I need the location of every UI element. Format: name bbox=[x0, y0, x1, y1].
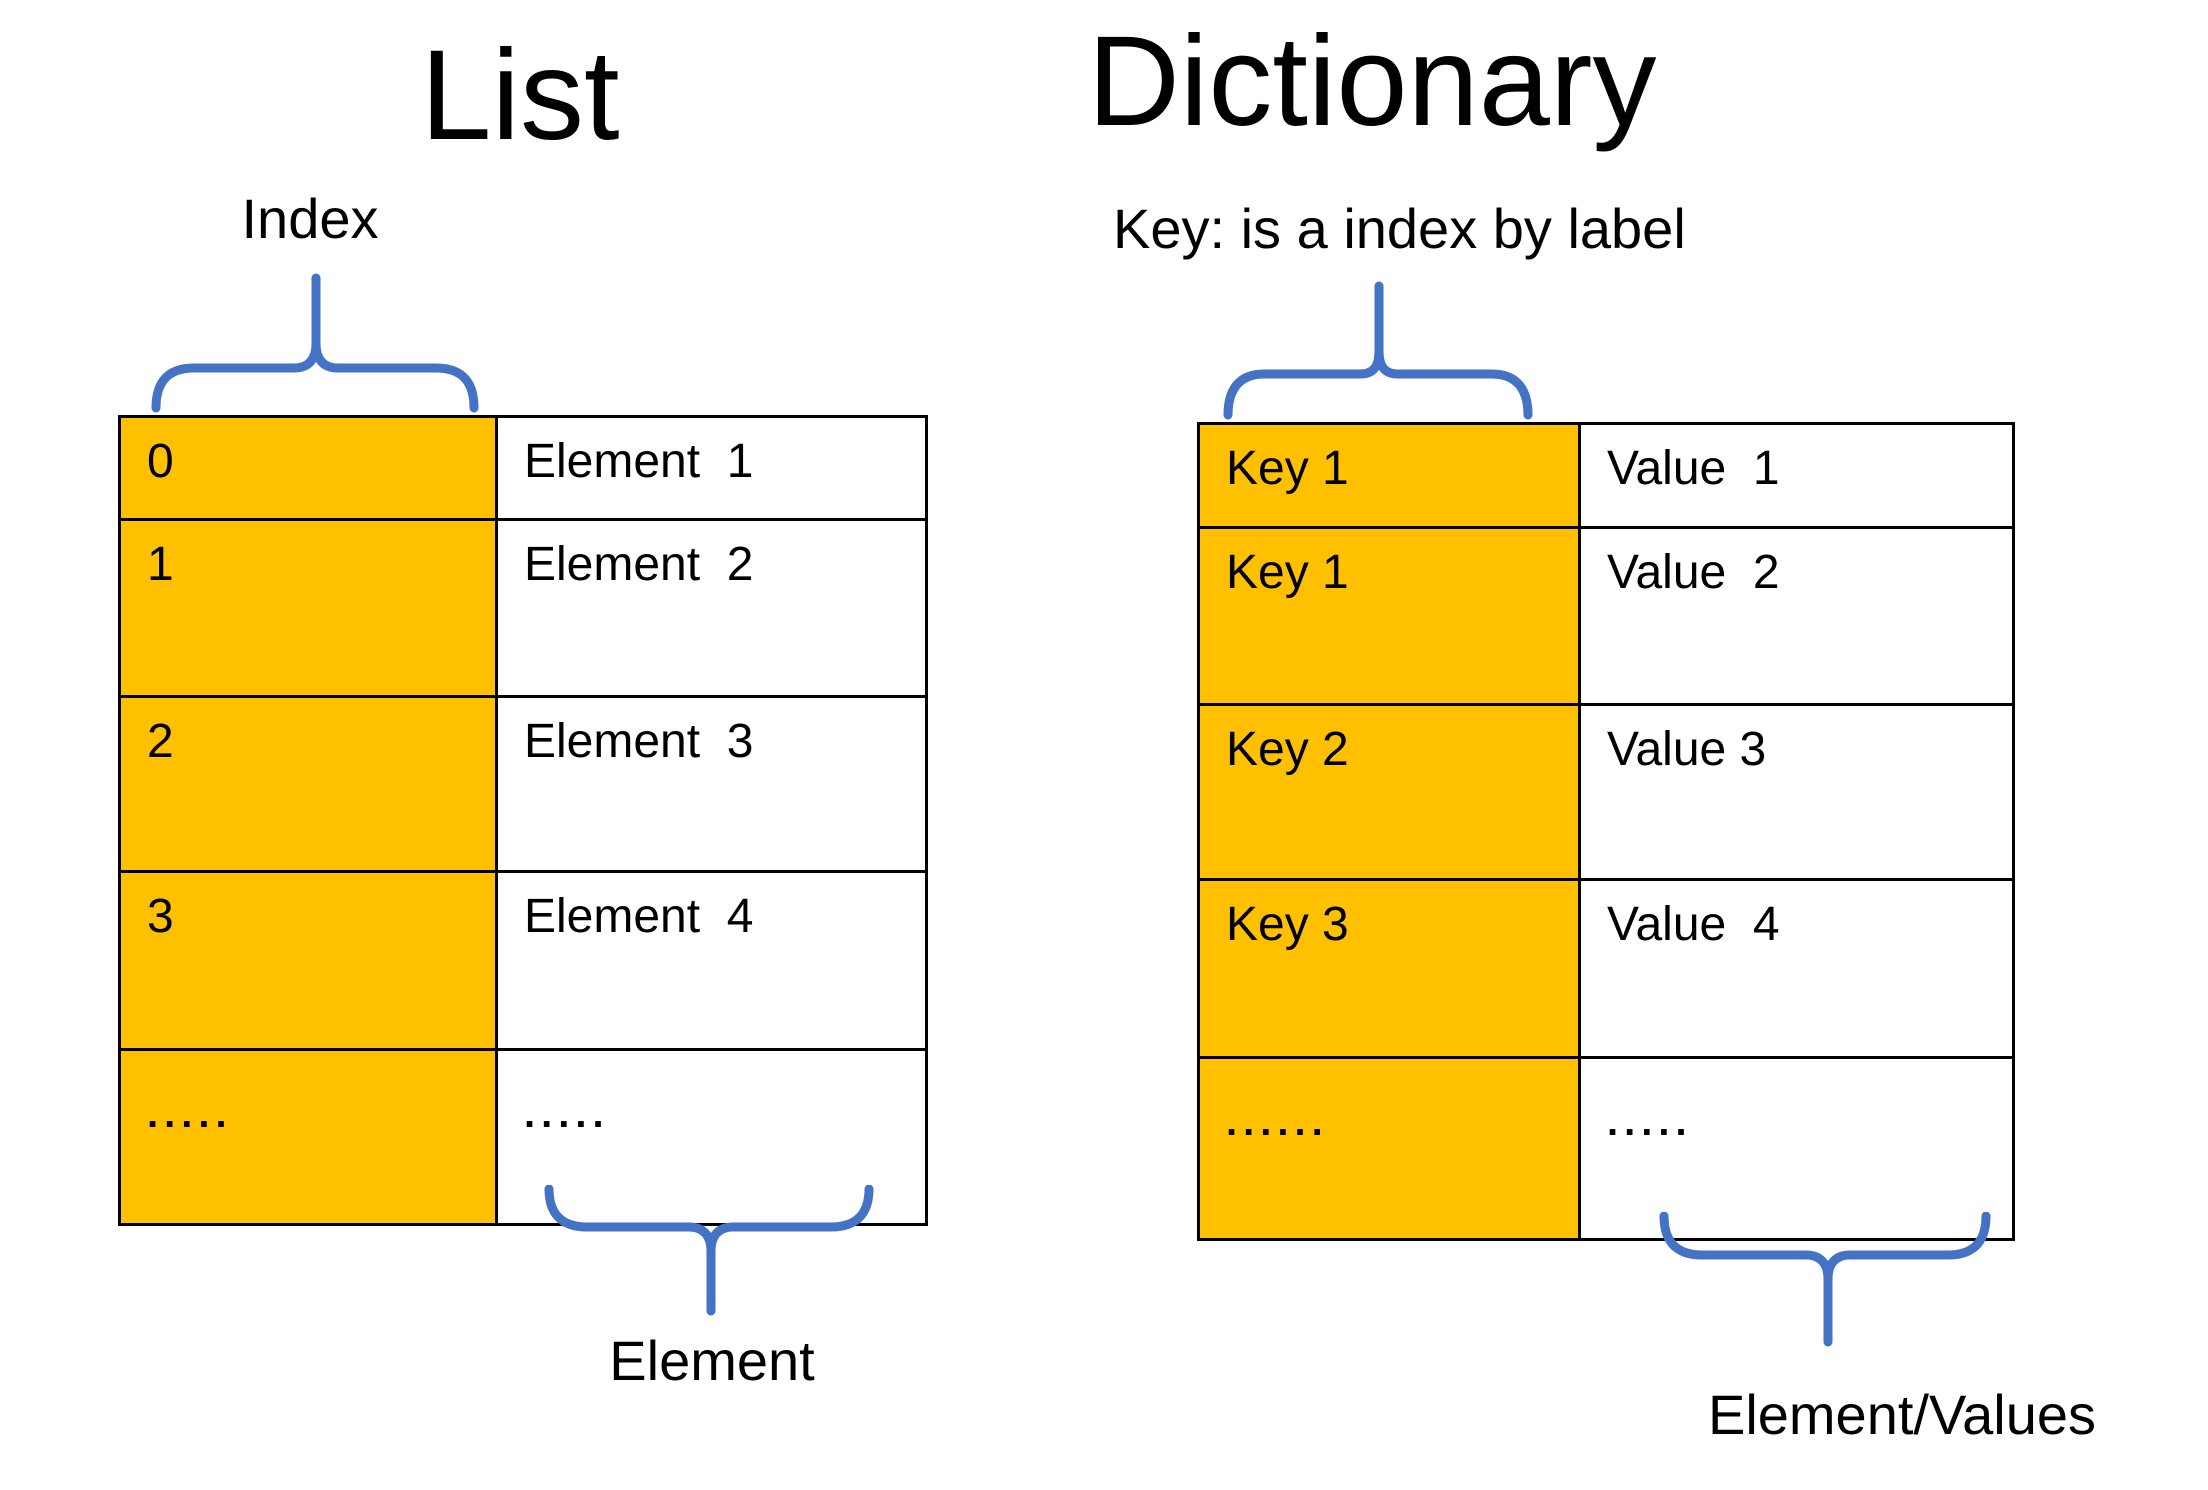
key-cell: Key 1 bbox=[1200, 529, 1581, 703]
element-cell: Element 2 bbox=[524, 538, 754, 591]
value-cell: Value 3 bbox=[1607, 723, 1767, 776]
table-row: 1 Element 2 bbox=[121, 518, 925, 695]
element-cell: ..... bbox=[524, 1092, 610, 1136]
index-cell: 3 bbox=[121, 873, 498, 1048]
key-overbrace-icon bbox=[1222, 278, 1534, 420]
value-cell: Value 1 bbox=[1607, 442, 1780, 495]
index-cell: 1 bbox=[121, 521, 498, 695]
values-underbrace-icon bbox=[1658, 1212, 1992, 1348]
list-title: List bbox=[420, 24, 620, 167]
list-index-label: Index bbox=[241, 187, 379, 250]
table-row: 0 Element 1 bbox=[121, 418, 925, 518]
value-cell: Value 4 bbox=[1607, 898, 1780, 951]
key-cell: ...... bbox=[1200, 1059, 1581, 1238]
value-cell: Value 2 bbox=[1607, 546, 1780, 599]
key-cell: Key 1 bbox=[1200, 425, 1581, 526]
key-cell: Key 2 bbox=[1200, 706, 1581, 878]
value-cell: ..... bbox=[1607, 1100, 1693, 1144]
list-table: 0 Element 1 1 Element 2 2 Element 3 3 Element 4… bbox=[118, 415, 928, 1226]
dictionary-title: Dictionary bbox=[1087, 10, 1657, 153]
element-underbrace-icon bbox=[543, 1185, 875, 1317]
table-row: .......... bbox=[121, 1048, 925, 1223]
table-row: Key 1 Value 2 bbox=[1200, 526, 2012, 703]
index-cell: ..... bbox=[121, 1051, 498, 1223]
element-cell: Element 1 bbox=[524, 435, 754, 488]
table-row: Key 1 Value 1 bbox=[1200, 425, 2012, 526]
index-overbrace-icon bbox=[150, 268, 480, 413]
table-row: 2 Element 3 bbox=[121, 695, 925, 870]
dictionary-values-label: Element/Values bbox=[1707, 1383, 2097, 1446]
key-cell: Key 3 bbox=[1200, 881, 1581, 1056]
element-cell: Element 4 bbox=[524, 890, 754, 943]
table-row: 3 Element 4 bbox=[121, 870, 925, 1048]
index-cell: 0 bbox=[121, 418, 498, 518]
dictionary-key-label: Key: is a index by label bbox=[1113, 197, 1686, 260]
table-row: ........... bbox=[1200, 1056, 2012, 1238]
table-row: Key 2 Value 3 bbox=[1200, 703, 2012, 878]
table-row: Key 3 Value 4 bbox=[1200, 878, 2012, 1056]
element-cell: Element 3 bbox=[524, 715, 754, 768]
list-element-label: Element bbox=[609, 1329, 815, 1392]
index-cell: 2 bbox=[121, 698, 498, 870]
